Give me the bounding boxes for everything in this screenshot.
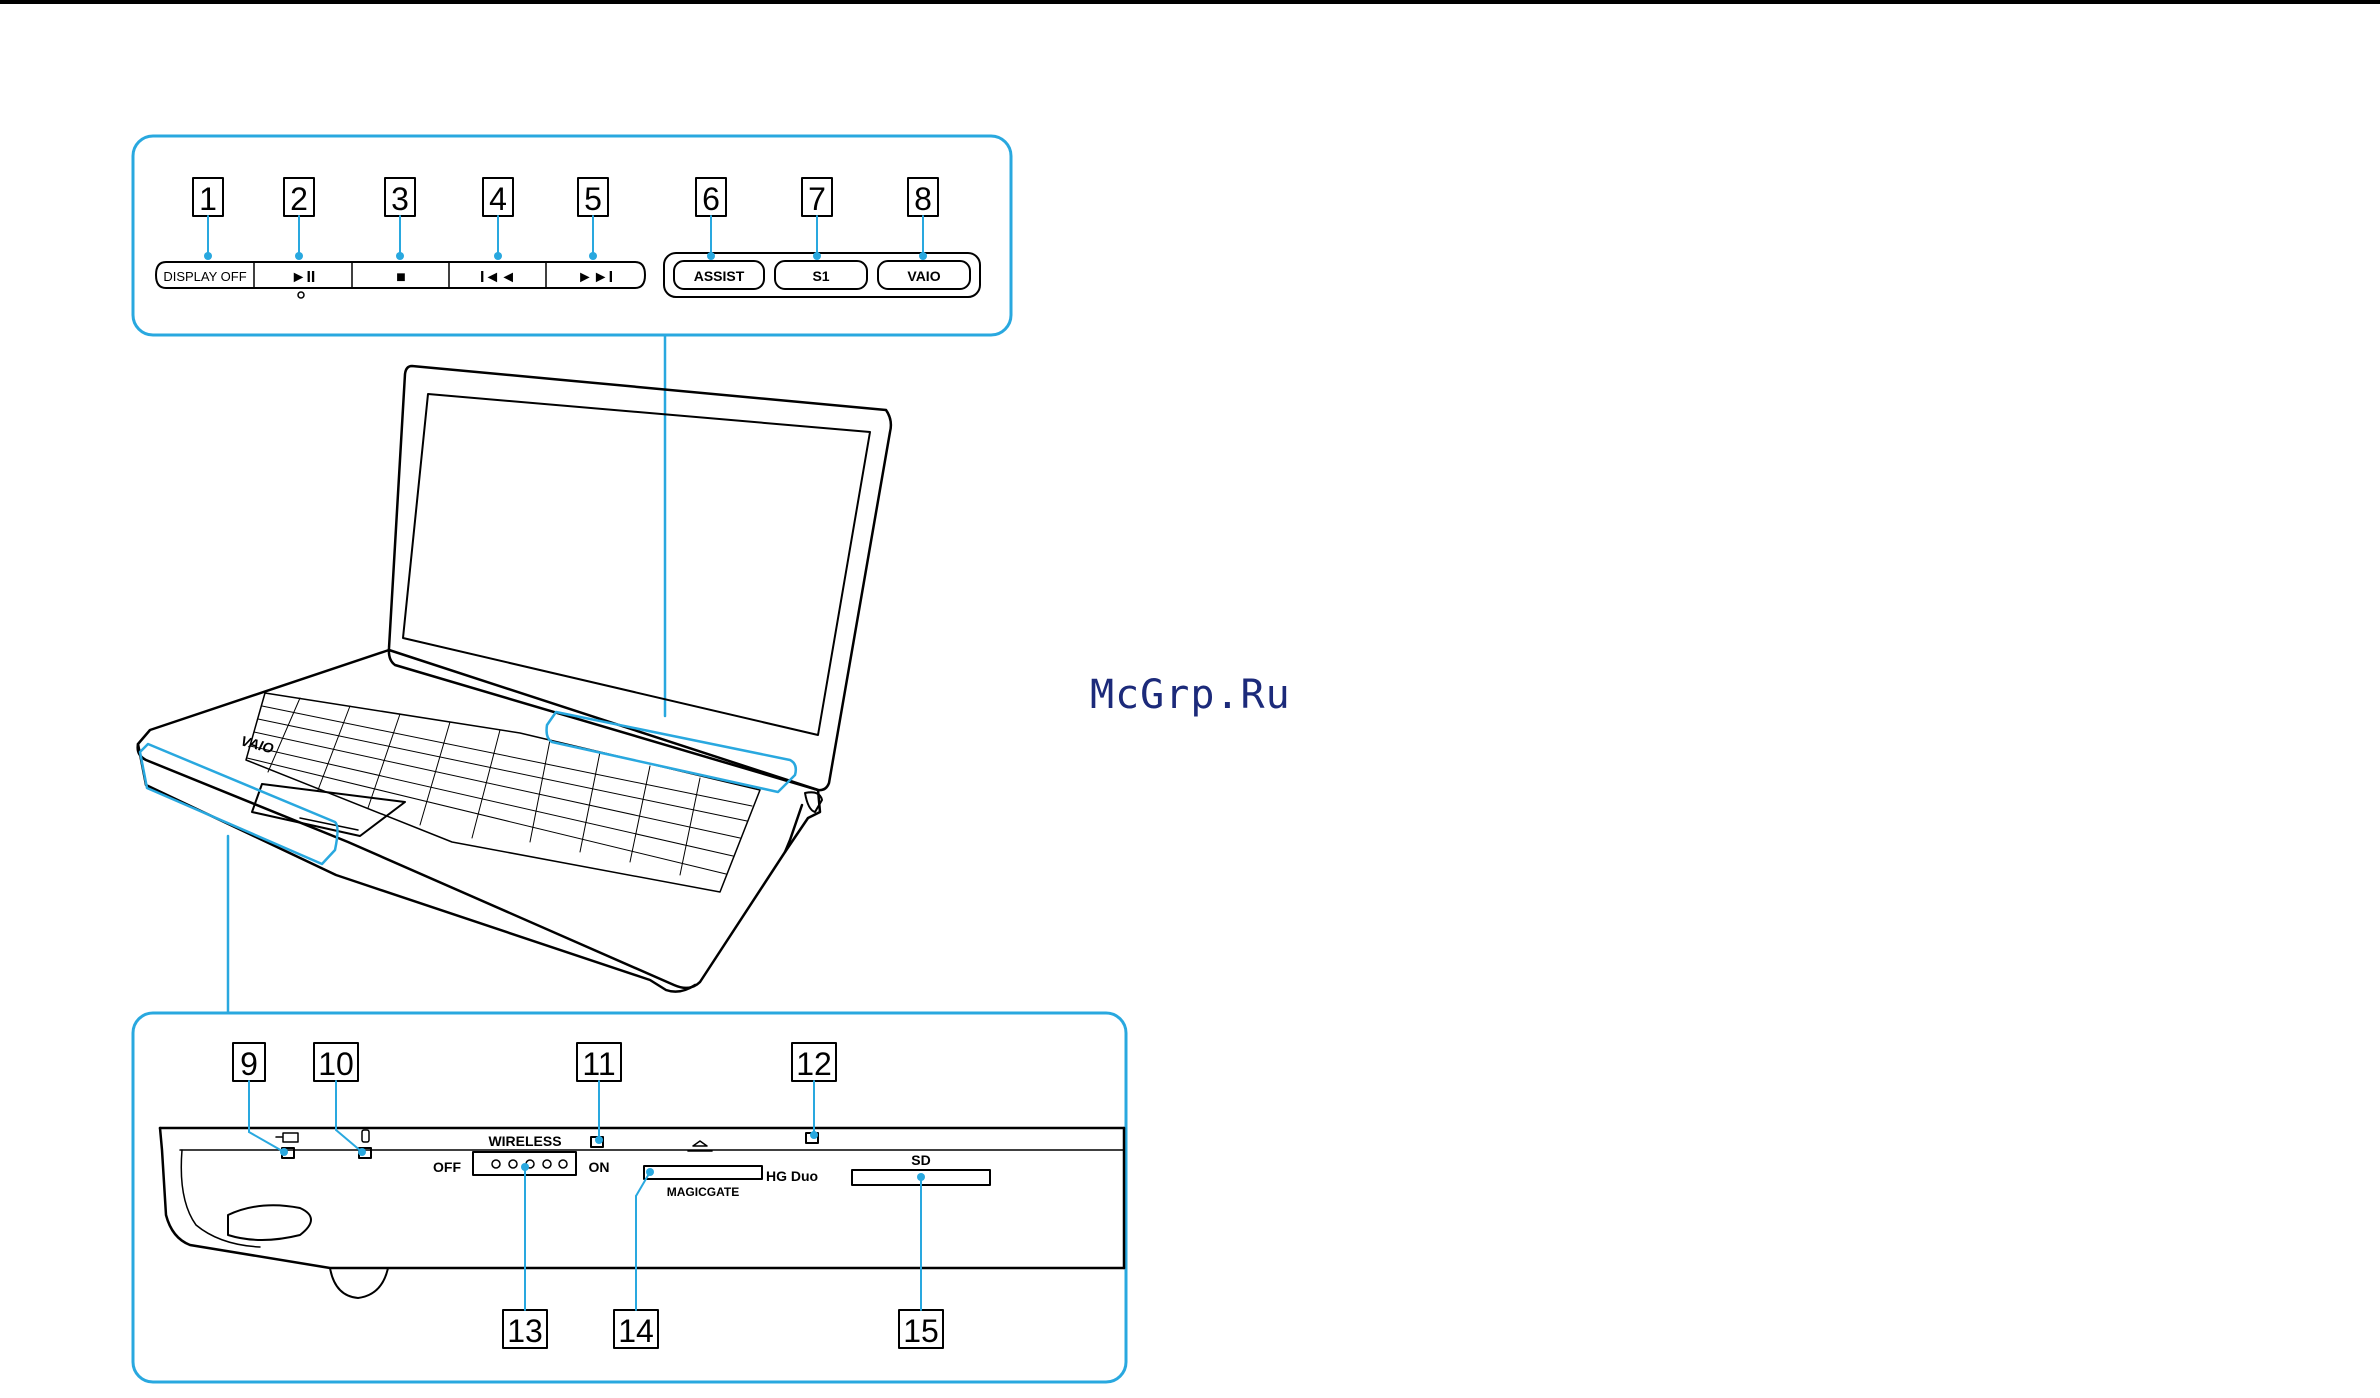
previous-label: I◄◄ xyxy=(480,269,516,286)
callout-10: 10 xyxy=(318,1046,354,1082)
magicgate-label: MAGICGATE xyxy=(667,1185,739,1199)
laptop-illustration xyxy=(138,366,891,992)
callout-3: 3 xyxy=(391,181,409,217)
vaio-label: VAIO xyxy=(907,268,940,284)
callout-5: 5 xyxy=(584,181,602,217)
play-pause-label: ►II xyxy=(291,269,316,286)
callout-7: 7 xyxy=(808,181,826,217)
callout-14: 14 xyxy=(618,1313,654,1349)
display-off-label: DISPLAY OFF xyxy=(163,269,246,284)
watermark-text: McGrp.Ru xyxy=(1090,672,1310,718)
next-label: ►►I xyxy=(577,269,613,286)
front-edge-highlight xyxy=(140,744,338,864)
assist-label: ASSIST xyxy=(694,268,745,284)
on-label: ON xyxy=(589,1159,610,1175)
vaio-logo: VAIO xyxy=(239,732,275,756)
front-edge-drawing xyxy=(160,1128,1124,1298)
callout-2: 2 xyxy=(290,181,308,217)
hg-duo-label: HG Duo xyxy=(766,1168,818,1184)
callout-1: 1 xyxy=(199,181,217,217)
callout-15: 15 xyxy=(903,1313,939,1349)
top-detail-panel xyxy=(133,136,1011,335)
callout-12: 12 xyxy=(796,1046,832,1082)
stop-label: ■ xyxy=(396,269,406,286)
button-area-highlight xyxy=(547,712,796,792)
callout-6: 6 xyxy=(702,181,720,217)
callout-4: 4 xyxy=(489,181,507,217)
off-label: OFF xyxy=(433,1159,461,1175)
s1-label: S1 xyxy=(812,268,829,284)
callout-13: 13 xyxy=(507,1313,543,1349)
callout-11: 11 xyxy=(582,1046,615,1082)
memory-stick-slot[interactable] xyxy=(644,1166,762,1179)
sd-label: SD xyxy=(911,1152,930,1168)
callout-8: 8 xyxy=(914,181,932,217)
wireless-label: WIRELESS xyxy=(488,1133,561,1149)
callout-9: 9 xyxy=(240,1046,258,1082)
